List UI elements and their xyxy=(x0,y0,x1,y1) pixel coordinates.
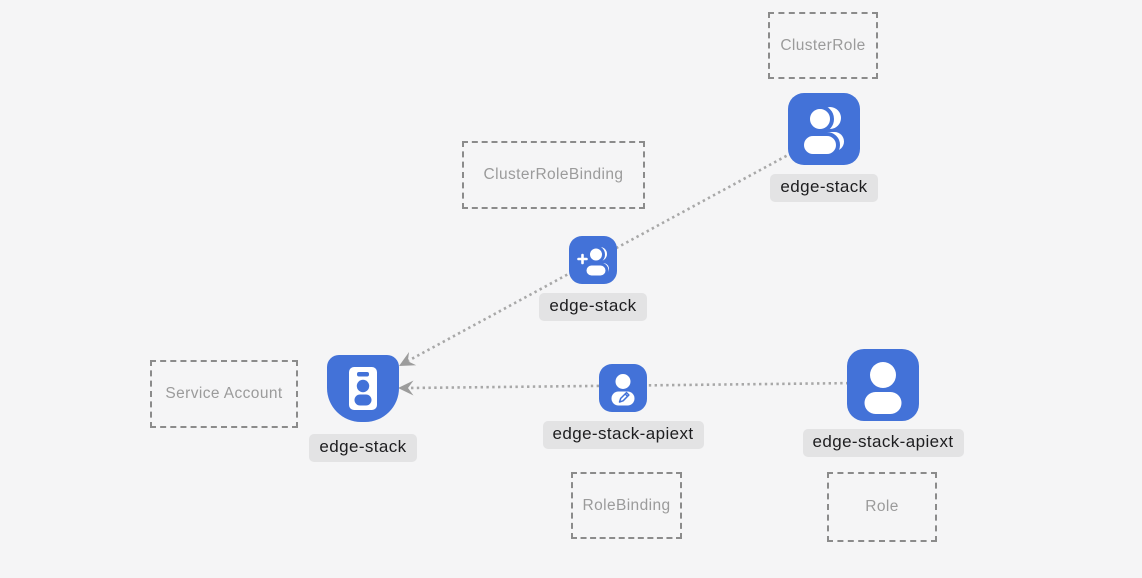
typebox-clusterrole: ClusterRole xyxy=(768,12,878,79)
typebox-role-label: Role xyxy=(865,498,899,515)
serviceaccount-node: edge-stack xyxy=(309,355,417,462)
users-icon xyxy=(788,93,860,165)
typebox-clusterrolebinding: ClusterRoleBinding xyxy=(462,141,645,209)
clusterrole-node: edge-stack xyxy=(770,93,878,202)
typebox-serviceaccount: Service Account xyxy=(150,360,298,428)
role-node: edge-stack-apiext xyxy=(802,349,964,457)
typebox-clusterrolebinding-label: ClusterRoleBinding xyxy=(483,166,624,183)
rolebinding-node: edge-stack-apiext xyxy=(542,364,704,449)
node-label: edge-stack xyxy=(770,174,878,202)
clusterrolebinding-node: edge-stack xyxy=(539,236,647,321)
node-label: edge-stack xyxy=(539,293,647,321)
user-plus-icon xyxy=(569,236,617,284)
typebox-serviceaccount-label: Service Account xyxy=(165,385,283,402)
arrowhead-diagonal xyxy=(399,352,417,366)
typebox-rolebinding-label: RoleBinding xyxy=(582,496,671,514)
user-edit-icon xyxy=(599,364,647,412)
typebox-clusterrole-label: ClusterRole xyxy=(780,36,866,54)
node-label: edge-stack-apiext xyxy=(542,421,704,449)
typebox-role: Role xyxy=(827,472,937,542)
node-label: edge-stack xyxy=(309,434,417,462)
node-label: edge-stack-apiext xyxy=(802,429,964,457)
arrowhead-horizontal xyxy=(398,380,414,396)
id-badge-icon xyxy=(327,355,399,422)
typebox-rolebinding: RoleBinding xyxy=(571,472,682,539)
edge-clusterrole-to-serviceaccount xyxy=(405,140,813,364)
user-icon xyxy=(847,349,919,421)
